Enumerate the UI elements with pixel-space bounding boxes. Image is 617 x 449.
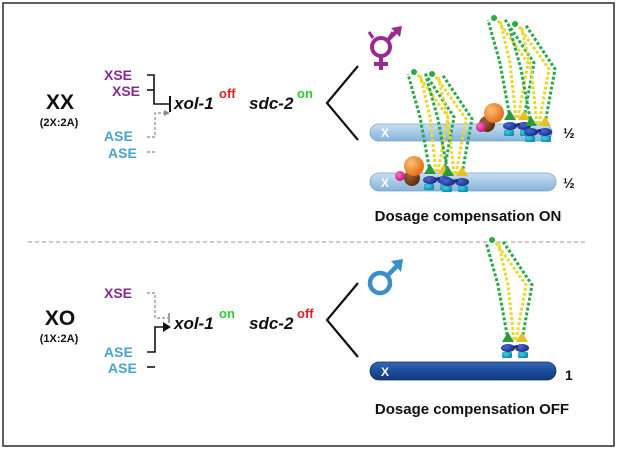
gene-sdc2-top: sdc-2 bbox=[249, 94, 294, 113]
xse-label-2: XSE bbox=[112, 83, 140, 99]
panel-xo: XO (1X:2A) XSE ASE ASE xol-1 on sdc-2 of… bbox=[40, 235, 573, 418]
male-symbol-icon bbox=[367, 259, 403, 296]
branch-chevron-bottom bbox=[325, 282, 359, 358]
xol1-state-bottom: on bbox=[219, 306, 235, 321]
caption-dosage-on: Dosage compensation ON bbox=[375, 208, 562, 225]
sdc2-state-bottom: off bbox=[297, 306, 314, 321]
x-chromosome-bottom: X bbox=[369, 361, 557, 381]
dose-top-1: ½ bbox=[563, 125, 575, 141]
branch-chevron-top bbox=[325, 65, 359, 141]
panel-xx: XX (2X:2A) XSE XSE ASE ASE xol-1 off sdc… bbox=[40, 13, 575, 225]
ratio-xo-label: (1X:2A) bbox=[40, 333, 79, 345]
ase-strong-activation-arrow bbox=[147, 322, 171, 368]
ase-label-2: ASE bbox=[108, 145, 137, 161]
ase-label-bottom-1: ASE bbox=[104, 344, 133, 360]
gene-xol1-bottom: xol-1 bbox=[173, 314, 214, 333]
dcc-complex-top-1a bbox=[476, 13, 536, 138]
dcc-complex-top-2a bbox=[395, 67, 456, 192]
genotype-xo-label: XO bbox=[45, 307, 75, 330]
x-label-top-2: X bbox=[381, 176, 389, 190]
ratio-xx-label: (2X:2A) bbox=[40, 117, 79, 129]
ase-label-1: ASE bbox=[104, 128, 133, 144]
ase-label-bottom-2: ASE bbox=[108, 360, 137, 376]
ase-activation-arrow bbox=[147, 110, 170, 153]
sdc2-state-top: on bbox=[297, 86, 313, 101]
xse-repression-arrow bbox=[147, 74, 171, 112]
gene-xol1-top: xol-1 bbox=[173, 94, 214, 113]
xse-weak-repression-arrow bbox=[147, 292, 170, 323]
x-label-top-1: X bbox=[381, 126, 389, 140]
xol1-state-top: off bbox=[219, 86, 236, 101]
x-label-bottom: X bbox=[381, 365, 389, 379]
xse-label-1: XSE bbox=[104, 67, 132, 83]
hermaphrodite-symbol-icon bbox=[367, 26, 402, 70]
xse-label-bottom: XSE bbox=[104, 285, 132, 301]
genotype-xx-label: XX bbox=[46, 91, 74, 114]
dose-top-2: ½ bbox=[563, 175, 575, 191]
gene-sdc2-bottom: sdc-2 bbox=[249, 314, 294, 333]
caption-dosage-off: Dosage compensation OFF bbox=[375, 401, 569, 418]
dose-bottom: 1 bbox=[565, 367, 573, 383]
